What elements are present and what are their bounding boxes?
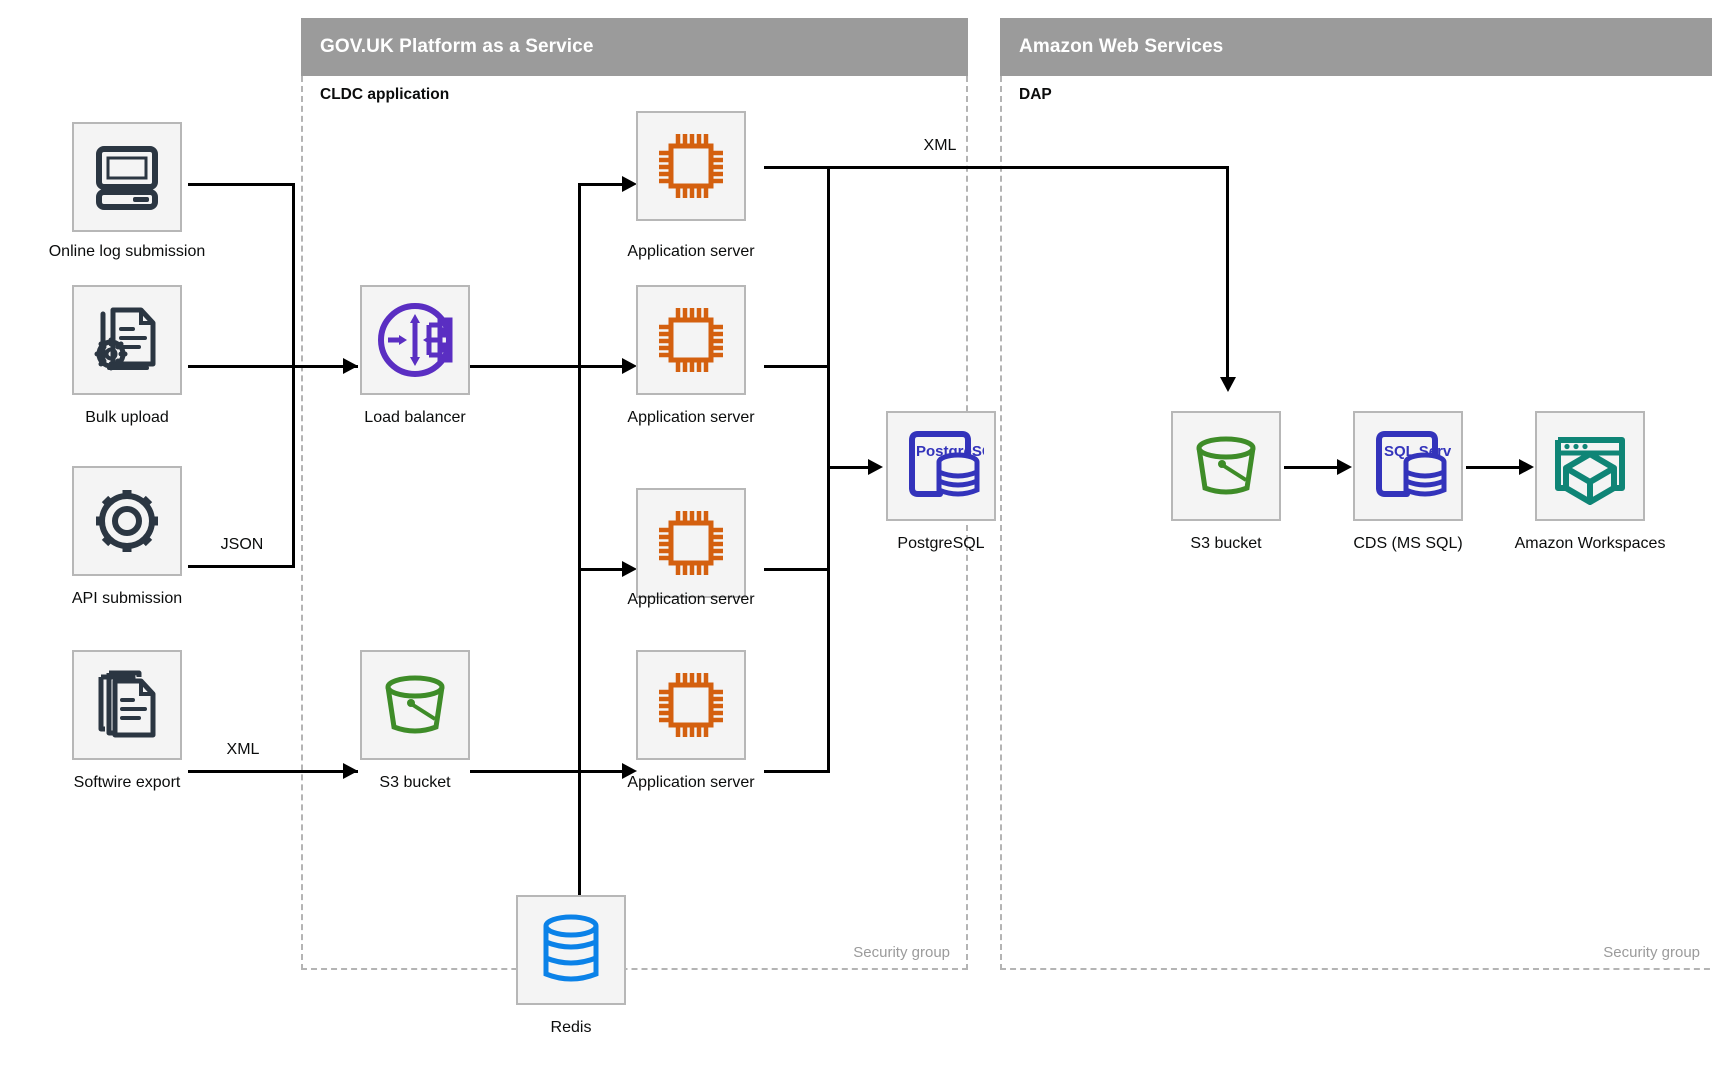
cpu-chip-icon bbox=[651, 665, 731, 745]
arrowhead-app3 bbox=[622, 561, 637, 577]
node-s3-bucket-paas[interactable] bbox=[360, 650, 470, 760]
group-header-aws: Amazon Web Services bbox=[1000, 18, 1712, 76]
node-label-load-balancer: Load balancer bbox=[364, 409, 466, 426]
edge-app4-to-collector bbox=[764, 770, 830, 773]
node-label-s3-bucket-paas: S3 bucket bbox=[379, 774, 451, 791]
node-redis[interactable] bbox=[516, 895, 626, 1005]
sql-server-icon: SQL Server bbox=[1365, 426, 1451, 506]
node-amazon-workspaces[interactable] bbox=[1535, 411, 1645, 521]
edge-label-json: JSON bbox=[216, 536, 268, 554]
cpu-chip-icon bbox=[651, 503, 731, 583]
arrowhead-app4 bbox=[622, 763, 637, 779]
arrowhead-workspaces bbox=[1519, 459, 1534, 475]
node-load-balancer[interactable] bbox=[360, 285, 470, 395]
arrowhead-s3-aws bbox=[1220, 377, 1236, 392]
node-label-softwire-export: Softwire export bbox=[73, 774, 181, 791]
node-app-server-1[interactable] bbox=[636, 111, 746, 221]
edge-dap-down bbox=[1226, 166, 1229, 384]
node-label-redis: Redis bbox=[550, 1019, 592, 1036]
node-bulk-upload[interactable] bbox=[72, 285, 182, 395]
database-cylinder-icon bbox=[538, 912, 604, 988]
group-header-paas: GOV.UK Platform as a Service bbox=[301, 18, 968, 76]
group-body-paas bbox=[301, 76, 968, 970]
edge-appserver-spine bbox=[578, 183, 581, 773]
edge-app2-to-collector bbox=[764, 365, 830, 368]
edge-app3-to-collector bbox=[764, 568, 830, 571]
edge-redis-to-spine bbox=[578, 770, 581, 905]
node-label-bulk-upload: Bulk upload bbox=[85, 409, 169, 426]
gear-icon bbox=[87, 481, 167, 561]
security-group-label-aws: Security group bbox=[1603, 944, 1700, 961]
postgresql-icon: PostgreSQL bbox=[898, 426, 984, 506]
edge-bus-vertical-top bbox=[292, 183, 295, 366]
edge-label-xml-dap: XML bbox=[919, 137, 961, 155]
bucket-icon bbox=[1186, 426, 1266, 506]
edge-loadbalancer-out bbox=[470, 365, 580, 368]
edge-collector-to-postgres bbox=[827, 466, 877, 469]
node-label-postgresql: PostgreSQL bbox=[897, 535, 985, 552]
arrowhead-loadbalancer bbox=[343, 358, 358, 374]
node-softwire-export[interactable] bbox=[72, 650, 182, 760]
desktop-computer-icon bbox=[89, 139, 165, 215]
arrowhead-cds bbox=[1337, 459, 1352, 475]
node-label-online-log-submission: Online log submission bbox=[48, 243, 206, 260]
node-cds-ms-sql[interactable]: SQL Server bbox=[1353, 411, 1463, 521]
node-label-app-server-3: Application server bbox=[627, 591, 755, 608]
node-label-app-server-4: Application server bbox=[627, 774, 755, 791]
edge-collector-spine bbox=[827, 166, 830, 772]
cpu-chip-icon bbox=[651, 126, 731, 206]
edge-spine-to-app2 bbox=[578, 365, 630, 368]
group-sublabel-dap: DAP bbox=[1019, 86, 1052, 103]
node-label-amazon-workspaces: Amazon Workspaces bbox=[1514, 535, 1666, 552]
edge-spine-to-app3 bbox=[578, 568, 630, 571]
edge-spine-to-app4 bbox=[578, 770, 630, 773]
edge-s3paas-to-app4 bbox=[470, 770, 582, 773]
edge-api-to-bus bbox=[188, 565, 295, 568]
arrowhead-app2 bbox=[622, 358, 637, 374]
group-body-aws bbox=[1000, 76, 1712, 970]
security-group-label-paas: Security group bbox=[853, 944, 950, 961]
bucket-icon bbox=[375, 665, 455, 745]
workspaces-cube-icon bbox=[1548, 426, 1632, 506]
documents-stack-icon bbox=[89, 667, 165, 743]
node-api-submission[interactable] bbox=[72, 466, 182, 576]
load-balancer-icon bbox=[372, 297, 458, 383]
node-app-server-4[interactable] bbox=[636, 650, 746, 760]
document-gear-icon bbox=[89, 302, 165, 378]
node-label-api-submission: API submission bbox=[71, 590, 183, 607]
node-online-log-submission[interactable] bbox=[72, 122, 182, 232]
node-label-cds-ms-sql: CDS (MS SQL) bbox=[1353, 535, 1463, 552]
group-title-aws: Amazon Web Services bbox=[1019, 36, 1224, 57]
node-label-app-server-1: Application server bbox=[627, 243, 755, 260]
arrowhead-app1 bbox=[622, 176, 637, 192]
node-postgresql[interactable]: PostgreSQL bbox=[886, 411, 996, 521]
edge-s3aws-to-cds bbox=[1284, 466, 1346, 469]
edge-app1-to-dap bbox=[764, 166, 1228, 169]
node-label-s3-bucket-aws: S3 bucket bbox=[1190, 535, 1262, 552]
edge-spine-to-app1 bbox=[578, 183, 630, 186]
node-app-server-2[interactable] bbox=[636, 285, 746, 395]
node-app-server-3[interactable] bbox=[636, 488, 746, 598]
edge-bus-vertical-bottom bbox=[292, 365, 295, 567]
node-s3-bucket-aws[interactable] bbox=[1171, 411, 1281, 521]
cpu-chip-icon bbox=[651, 300, 731, 380]
edge-label-xml-softwire: XML bbox=[222, 741, 264, 759]
edge-cds-to-workspaces bbox=[1466, 466, 1528, 469]
edge-bulk-to-loadbalancer bbox=[188, 365, 358, 368]
group-sublabel-cldc: CLDC application bbox=[320, 86, 450, 103]
arrowhead-s3-paas bbox=[343, 763, 358, 779]
edge-online-log-to-bus bbox=[188, 183, 295, 186]
group-title-paas: GOV.UK Platform as a Service bbox=[320, 36, 594, 57]
edge-softwire-to-s3 bbox=[188, 770, 358, 773]
node-label-app-server-2: Application server bbox=[627, 409, 755, 426]
arrowhead-postgresql bbox=[868, 459, 883, 475]
